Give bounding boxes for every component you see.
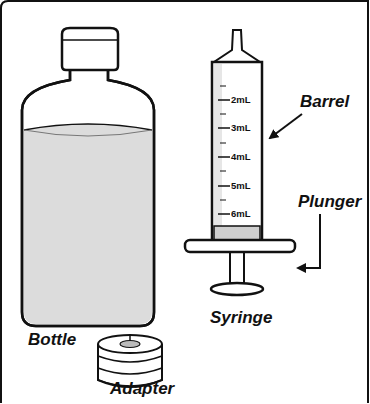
part-name: Bottle [28,330,76,350]
part-name: Plunger [298,192,361,212]
part-name: Barrel [300,92,349,112]
syringe-drawing [185,30,295,295]
scale-mark: 5mL [231,180,251,191]
plunger-leader [298,214,320,268]
bottle-drawing [22,28,154,326]
barrel-leader [270,114,302,138]
part-name: Syringe [210,308,272,328]
scale-mark: 6mL [231,208,251,219]
scale-mark: 2mL [231,94,251,105]
part-name: Adapter [110,379,174,399]
scale-mark: 4mL [231,151,251,162]
scale-mark: 3mL [231,122,251,133]
